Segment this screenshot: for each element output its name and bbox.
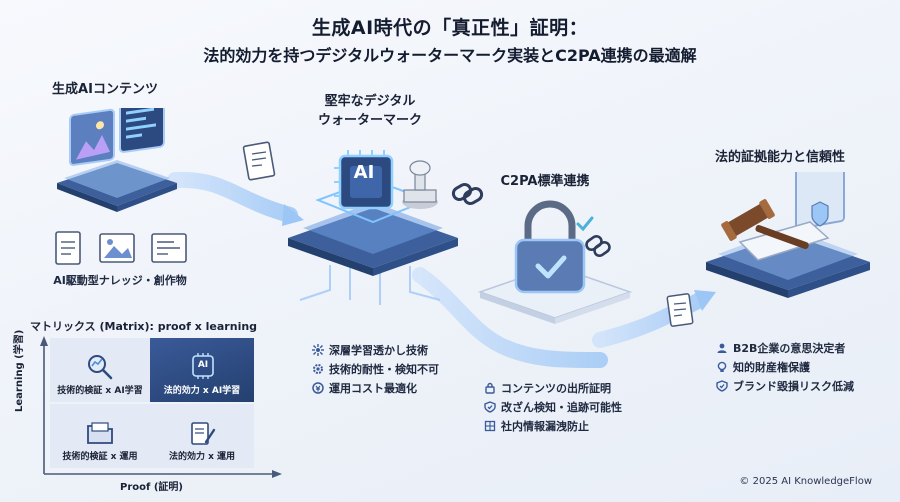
flow-arrow-3-head xyxy=(694,290,716,311)
chain-link-small-icon xyxy=(585,234,611,258)
c2pa-lock-platform xyxy=(477,200,633,324)
folder-icon xyxy=(87,422,113,444)
matrix-cell-bottom-right: 法的効力 x 運用 xyxy=(150,404,254,468)
watermark-label-line1: 堅牢なデジタル xyxy=(324,94,416,109)
page-title: 生成AI時代の「真正性」証明： xyxy=(311,17,589,39)
watermark-feature-list: 深層学習透かし技術 技術的耐性・検知不可 運用コスト最適化 xyxy=(312,340,439,397)
content-platform xyxy=(57,108,177,212)
shield-check-icon xyxy=(716,379,728,392)
watermark-feature-3: 運用コスト最適化 xyxy=(312,378,439,397)
gavel-icon xyxy=(721,199,809,250)
watermark-feature-1: 深層学習透かし技術 xyxy=(312,340,439,359)
content-stage-label: 生成AIコンテンツ xyxy=(52,82,158,97)
check-mark-icon xyxy=(576,216,594,232)
footer-copyright: © 2025 AI KnowledgeFlow xyxy=(739,476,872,487)
ai-chip-small-icon: AI xyxy=(187,352,217,380)
watermark-chip-text: AI xyxy=(353,162,375,183)
matrix-cell-top-left: 技術的検証 x AI学習 xyxy=(50,338,150,402)
gear-icon xyxy=(313,363,323,374)
content-stage-caption: AI駆動型ナレッジ・創作物 xyxy=(53,274,187,287)
certificate-icon xyxy=(795,172,845,230)
user-icon xyxy=(717,343,727,353)
matrix-y-axis-label: Learning (学習) xyxy=(14,329,25,412)
document-pen-icon xyxy=(191,422,216,445)
legal-feature-2: 知的財産権保護 xyxy=(716,357,854,376)
flow-arrow-2 xyxy=(412,267,608,368)
c2pa-feature-2: 改ざん検知・追跡可能性 xyxy=(484,397,622,416)
padlock-icon xyxy=(514,200,586,294)
building-grid-icon xyxy=(484,420,496,431)
flow-document-icon-2 xyxy=(666,293,694,327)
code-file-icon xyxy=(151,233,187,263)
watermark-feature-2: 技術的耐性・検知不可 xyxy=(312,359,439,378)
shield-check-icon xyxy=(484,400,496,413)
watermark-chip-platform xyxy=(288,150,458,276)
legal-feature-3: ブランド毀損リスク低減 xyxy=(716,376,854,395)
c2pa-feature-3: 社内情報漏洩防止 xyxy=(484,416,622,435)
matrix-x-axis-label: Proof (証明) xyxy=(120,482,183,493)
legal-stage-label: 法的証拠能力と信頼性 xyxy=(714,150,845,165)
flow-arrow-1-head xyxy=(282,204,304,226)
matrix-cell-top-right: AI 法的効力 x AI学習 xyxy=(150,338,254,402)
ai-chip-icon xyxy=(334,150,394,210)
matrix-cell-bottom-left: 技術的検証 x 運用 xyxy=(50,404,150,468)
legal-feature-1: B2B企業の意思決定者 xyxy=(716,338,854,357)
cost-icon xyxy=(312,381,324,394)
circuit-lines xyxy=(299,265,441,305)
watermark-label-line2: ウォーターマーク xyxy=(317,113,422,128)
matrix-axes xyxy=(40,336,282,478)
c2pa-feature-list: コンテンツの出所証明 改ざん検知・追跡可能性 社内情報漏洩防止 xyxy=(484,378,622,435)
legal-feature-list: B2B企業の意思決定者 知的財産権保護 ブランド毀損リスク低減 xyxy=(716,338,854,395)
lock-icon xyxy=(485,382,495,394)
matrix-title: マトリックス (Matrix): proof x learning xyxy=(30,320,258,333)
image-screen-icon xyxy=(69,108,115,166)
chain-link-icon xyxy=(451,183,484,205)
page-subtitle: 法的効力を持つデジタルウォーターマーク実装とC2PA連携の最適解 xyxy=(203,46,697,65)
content-artifacts xyxy=(55,231,187,265)
code-screen-icon xyxy=(119,108,165,153)
c2pa-feature-1: コンテンツの出所証明 xyxy=(484,378,622,397)
document-icon xyxy=(55,231,81,265)
lightbulb-icon xyxy=(717,361,727,372)
image-file-icon xyxy=(99,233,135,263)
magnify-chart-icon xyxy=(88,355,113,380)
watermark-stage-label: 堅牢なデジタル ウォーターマーク xyxy=(300,92,440,130)
c2pa-stage-label: C2PA標準連携 xyxy=(500,174,590,189)
flow-document-icon xyxy=(242,141,276,181)
legal-platform xyxy=(706,172,870,298)
network-icon xyxy=(312,343,324,356)
stamp-icon xyxy=(402,160,438,209)
flow-arrow-1 xyxy=(167,171,298,223)
